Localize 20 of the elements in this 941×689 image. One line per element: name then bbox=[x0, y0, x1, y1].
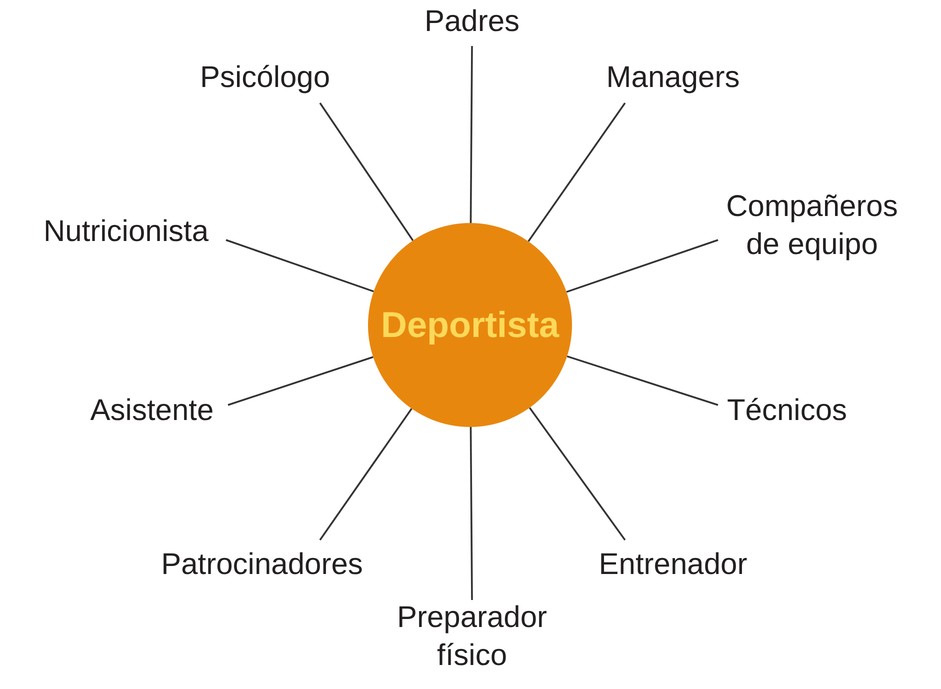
connector-line bbox=[228, 356, 374, 406]
node-label: Técnicos bbox=[726, 392, 848, 430]
connector-line bbox=[528, 407, 626, 541]
node-label: Asistente bbox=[90, 392, 214, 430]
node-label: Preparador físico bbox=[382, 599, 562, 675]
node-label: Patrocinadores bbox=[161, 546, 363, 584]
node-label: Psicólogo bbox=[200, 59, 330, 97]
connector-line bbox=[566, 239, 718, 293]
connector-line bbox=[319, 408, 412, 541]
connector-line bbox=[528, 102, 626, 242]
connector-line bbox=[319, 102, 414, 241]
node-label: Compañeros de equipo bbox=[712, 188, 912, 264]
node-label: Managers bbox=[606, 59, 740, 97]
node-label: Nutricionista bbox=[43, 213, 209, 251]
connector-line bbox=[226, 239, 374, 292]
node-label: Padres bbox=[424, 3, 520, 41]
connector-line bbox=[470, 46, 473, 224]
node-label: Entrenador bbox=[598, 546, 748, 584]
connector-line bbox=[566, 355, 718, 406]
connector-line bbox=[470, 426, 473, 600]
